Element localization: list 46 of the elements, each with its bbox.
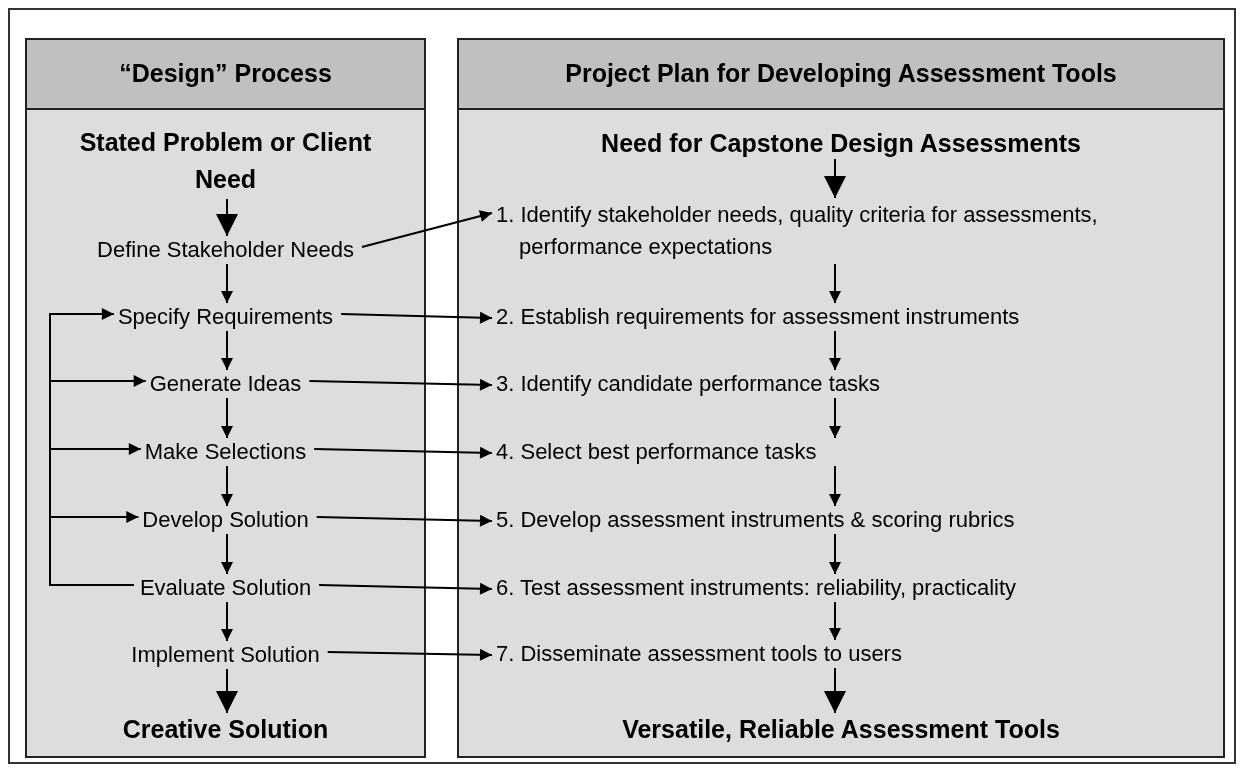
arrow	[221, 601, 233, 642]
arrow	[221, 397, 233, 439]
arrow	[824, 158, 846, 199]
plan-step-label: 4. Select best performance tasks	[496, 439, 817, 465]
arrow	[221, 465, 233, 507]
arrow	[315, 514, 493, 527]
outcome-label: Creative Solution	[122, 714, 329, 744]
plan-step-label: 3. Identify candidate performance tasks	[496, 371, 880, 397]
arrow	[829, 397, 841, 439]
step-label: Implement Solution	[131, 642, 320, 668]
arrow	[326, 648, 493, 661]
outcome-label: Versatile, Reliable Assessment Tools	[622, 714, 1060, 744]
panel-title: “Design” Process	[119, 58, 332, 90]
arrow	[221, 533, 233, 575]
process-panel	[25, 38, 426, 758]
panel-title: Project Plan for Developing Assessment Tools	[565, 58, 1117, 90]
step-label: Develop Solution	[142, 507, 309, 533]
arrow	[829, 533, 841, 575]
plan-step-label: 2. Establish requirements for assessment instruments	[496, 304, 1020, 330]
plan-step-label: 7. Disseminate assessment tools to users	[496, 641, 902, 667]
arrow	[221, 263, 233, 304]
step-label: Generate Ideas	[149, 371, 302, 397]
arrow	[340, 311, 493, 324]
step-label: Define Stakeholder Needs	[97, 237, 354, 263]
arrow	[829, 330, 841, 371]
arrow	[318, 582, 493, 595]
arrow	[313, 446, 493, 459]
step-label: Evaluate Solution	[139, 575, 312, 601]
step-label: Specify Requirements	[117, 304, 334, 330]
arrow	[216, 198, 238, 237]
start-label: Need for Capstone Design Assessments	[601, 128, 1081, 158]
plan-step-label: 5. Develop assessment instruments & scoring rubrics	[496, 507, 1015, 533]
plan-step-label: 1. Identify stakeholder needs, quality criteria for assessments, performance expectations	[496, 199, 1146, 263]
arrow	[829, 601, 841, 641]
arrow	[829, 263, 841, 304]
process-panel	[457, 38, 1225, 758]
arrow	[829, 465, 841, 507]
arrow	[360, 210, 493, 248]
start-label: Stated Problem or Client Need	[75, 124, 376, 198]
arrow	[308, 378, 493, 391]
plan-step-label: 6. Test assessment instruments: reliability, practicality	[496, 575, 1017, 601]
step-label: Make Selections	[144, 439, 307, 465]
arrow	[221, 330, 233, 371]
arrow	[49, 511, 140, 586]
arrow	[824, 667, 846, 714]
arrow	[216, 668, 238, 714]
